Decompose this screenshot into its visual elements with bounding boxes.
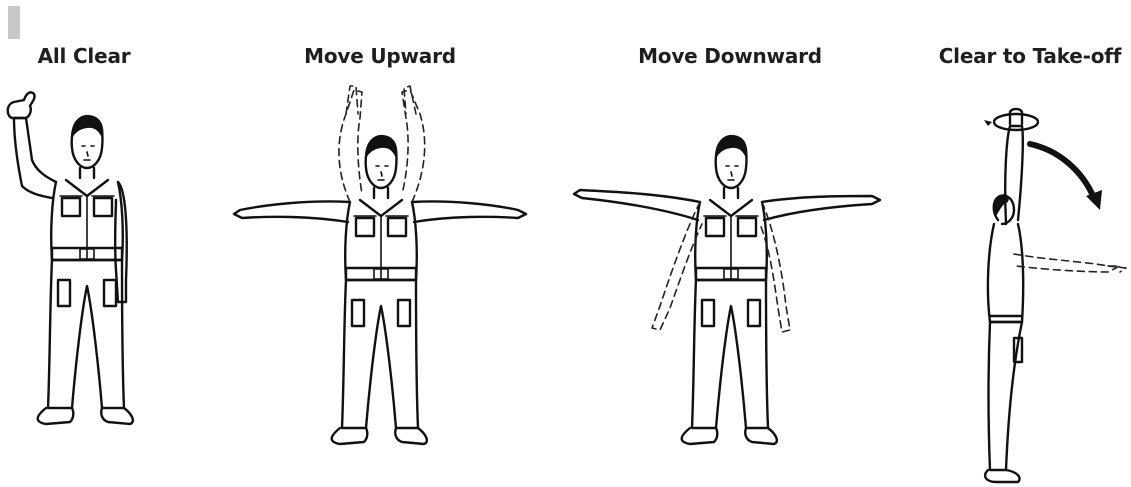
figure-move-upward — [234, 86, 526, 444]
figure-clear-to-takeoff — [984, 109, 1126, 482]
figure-all-clear — [8, 92, 133, 424]
figure-move-downward — [574, 135, 880, 444]
